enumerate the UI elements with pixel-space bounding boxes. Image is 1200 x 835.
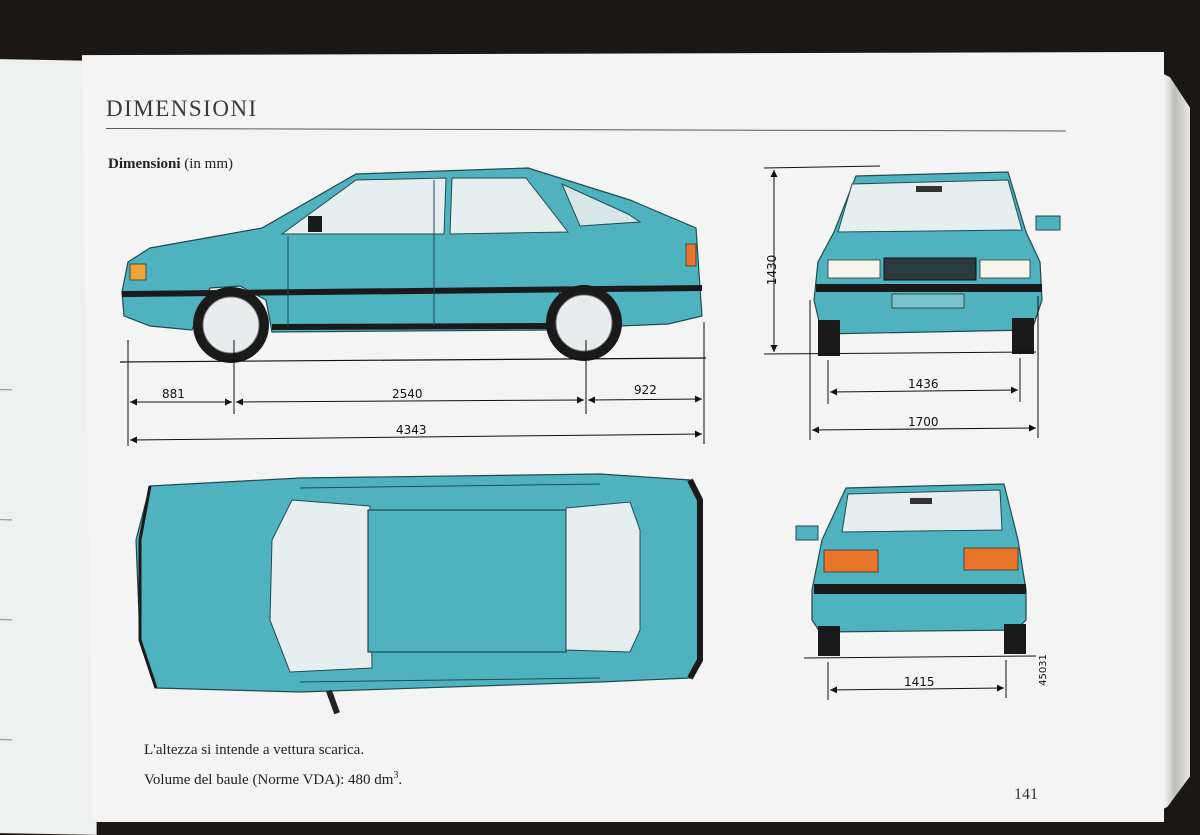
dim-rear-overhang: 922 (634, 383, 657, 397)
figure-code: 45031 (1038, 654, 1049, 686)
height-note: L'altezza si intende a vettura scarica. (144, 742, 365, 758)
dim-rear-track: 1415 (904, 675, 935, 689)
rear-view-dimensions (803, 655, 1037, 700)
front-view-car (813, 171, 1061, 356)
side-view-dimensions (127, 322, 705, 446)
subtitle: Dimensioni (in mm) (108, 156, 233, 173)
trunk-volume-exponent: 3 (393, 770, 399, 781)
dim-overall-length: 4343 (396, 423, 427, 437)
front-view-dimensions (763, 165, 1039, 440)
trunk-volume-text: Volume del baule (Norme VDA): 480 dm (144, 772, 394, 788)
top-view-car (135, 473, 703, 715)
side-view-car (119, 167, 707, 363)
trunk-volume-end: . (398, 772, 403, 788)
dim-front-overhang: 881 (162, 387, 185, 401)
dim-height: 1430 (765, 255, 779, 286)
trunk-volume-note: Volume del baule (Norme VDA): 480 dm3. (144, 770, 402, 789)
subtitle-bold: Dimensioni (108, 156, 181, 172)
subtitle-unit: (in mm) (184, 156, 234, 172)
dim-overall-width: 1700 (908, 415, 939, 429)
dim-front-track: 1436 (908, 377, 939, 391)
page-number: 141 (1014, 786, 1038, 803)
rear-view-car (795, 483, 1027, 656)
dim-wheelbase: 2540 (392, 387, 423, 401)
page-title: DIMENSIONI (106, 96, 258, 121)
